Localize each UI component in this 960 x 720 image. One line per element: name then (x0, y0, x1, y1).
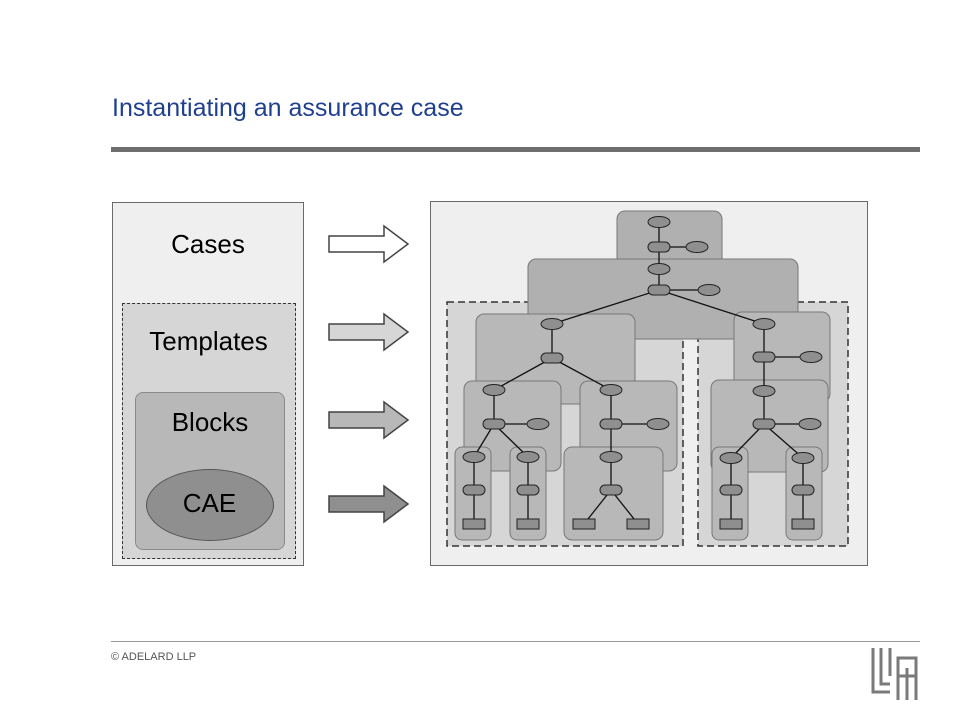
evidence-node (719, 518, 743, 530)
slide-title: Instantiating an assurance case (112, 94, 464, 122)
claim-node (719, 452, 743, 464)
claim-node (599, 451, 623, 463)
claim-node (791, 452, 815, 464)
blocks-region: Blocks CAE (135, 392, 285, 550)
level-label-blocks: Blocks (171, 407, 249, 437)
argument-node (482, 418, 506, 430)
claim-node (540, 318, 564, 330)
claim-node (799, 351, 823, 363)
claim-node (516, 451, 540, 463)
adelard-logo-icon (871, 648, 918, 700)
argument-node (752, 351, 776, 363)
templates-region: Templates Blocks CAE (122, 303, 296, 559)
tree-nodes (462, 216, 823, 530)
claim-node (685, 241, 709, 253)
claim-node (646, 418, 670, 430)
hierarchy-panel: Cases Templates Blocks CAE (112, 202, 304, 566)
level-label-templates: Templates (149, 326, 268, 356)
cae-ellipse: CAE (146, 469, 274, 541)
instantiated-case-panel (430, 201, 868, 566)
arrow-cases-icon (328, 224, 410, 264)
claim-node (697, 284, 721, 296)
argument-node (516, 484, 540, 496)
evidence-node (791, 518, 815, 530)
claim-node (647, 263, 671, 275)
argument-node (540, 352, 564, 364)
arrow-blocks-icon (328, 400, 410, 440)
evidence-node (516, 518, 540, 530)
level-arrows (328, 224, 410, 524)
argument-node (647, 284, 671, 296)
level-label-cases: Cases (171, 229, 245, 259)
arrow-cae-icon (328, 484, 410, 524)
argument-node (791, 484, 815, 496)
argument-node (599, 484, 623, 496)
argument-node (752, 418, 776, 430)
claim-node (526, 418, 550, 430)
level-label-cae: CAE (182, 488, 237, 518)
arrow-templates-icon (328, 312, 410, 352)
footer-divider (111, 641, 920, 642)
claim-node (798, 418, 822, 430)
claim-node (599, 384, 623, 396)
claim-node (462, 451, 486, 463)
argument-node (719, 484, 743, 496)
claim-node (647, 216, 671, 228)
claim-node (482, 384, 506, 396)
evidence-node (462, 518, 486, 530)
evidence-node (626, 518, 650, 530)
copyright-footer: © ADELARD LLP (111, 651, 197, 663)
title-divider (111, 147, 920, 152)
argument-node (462, 484, 486, 496)
argument-node (647, 241, 671, 253)
evidence-node (572, 518, 596, 530)
claim-node (752, 318, 776, 330)
case-tree-diagram (446, 210, 849, 547)
argument-node (599, 418, 623, 430)
claim-node (752, 385, 776, 397)
